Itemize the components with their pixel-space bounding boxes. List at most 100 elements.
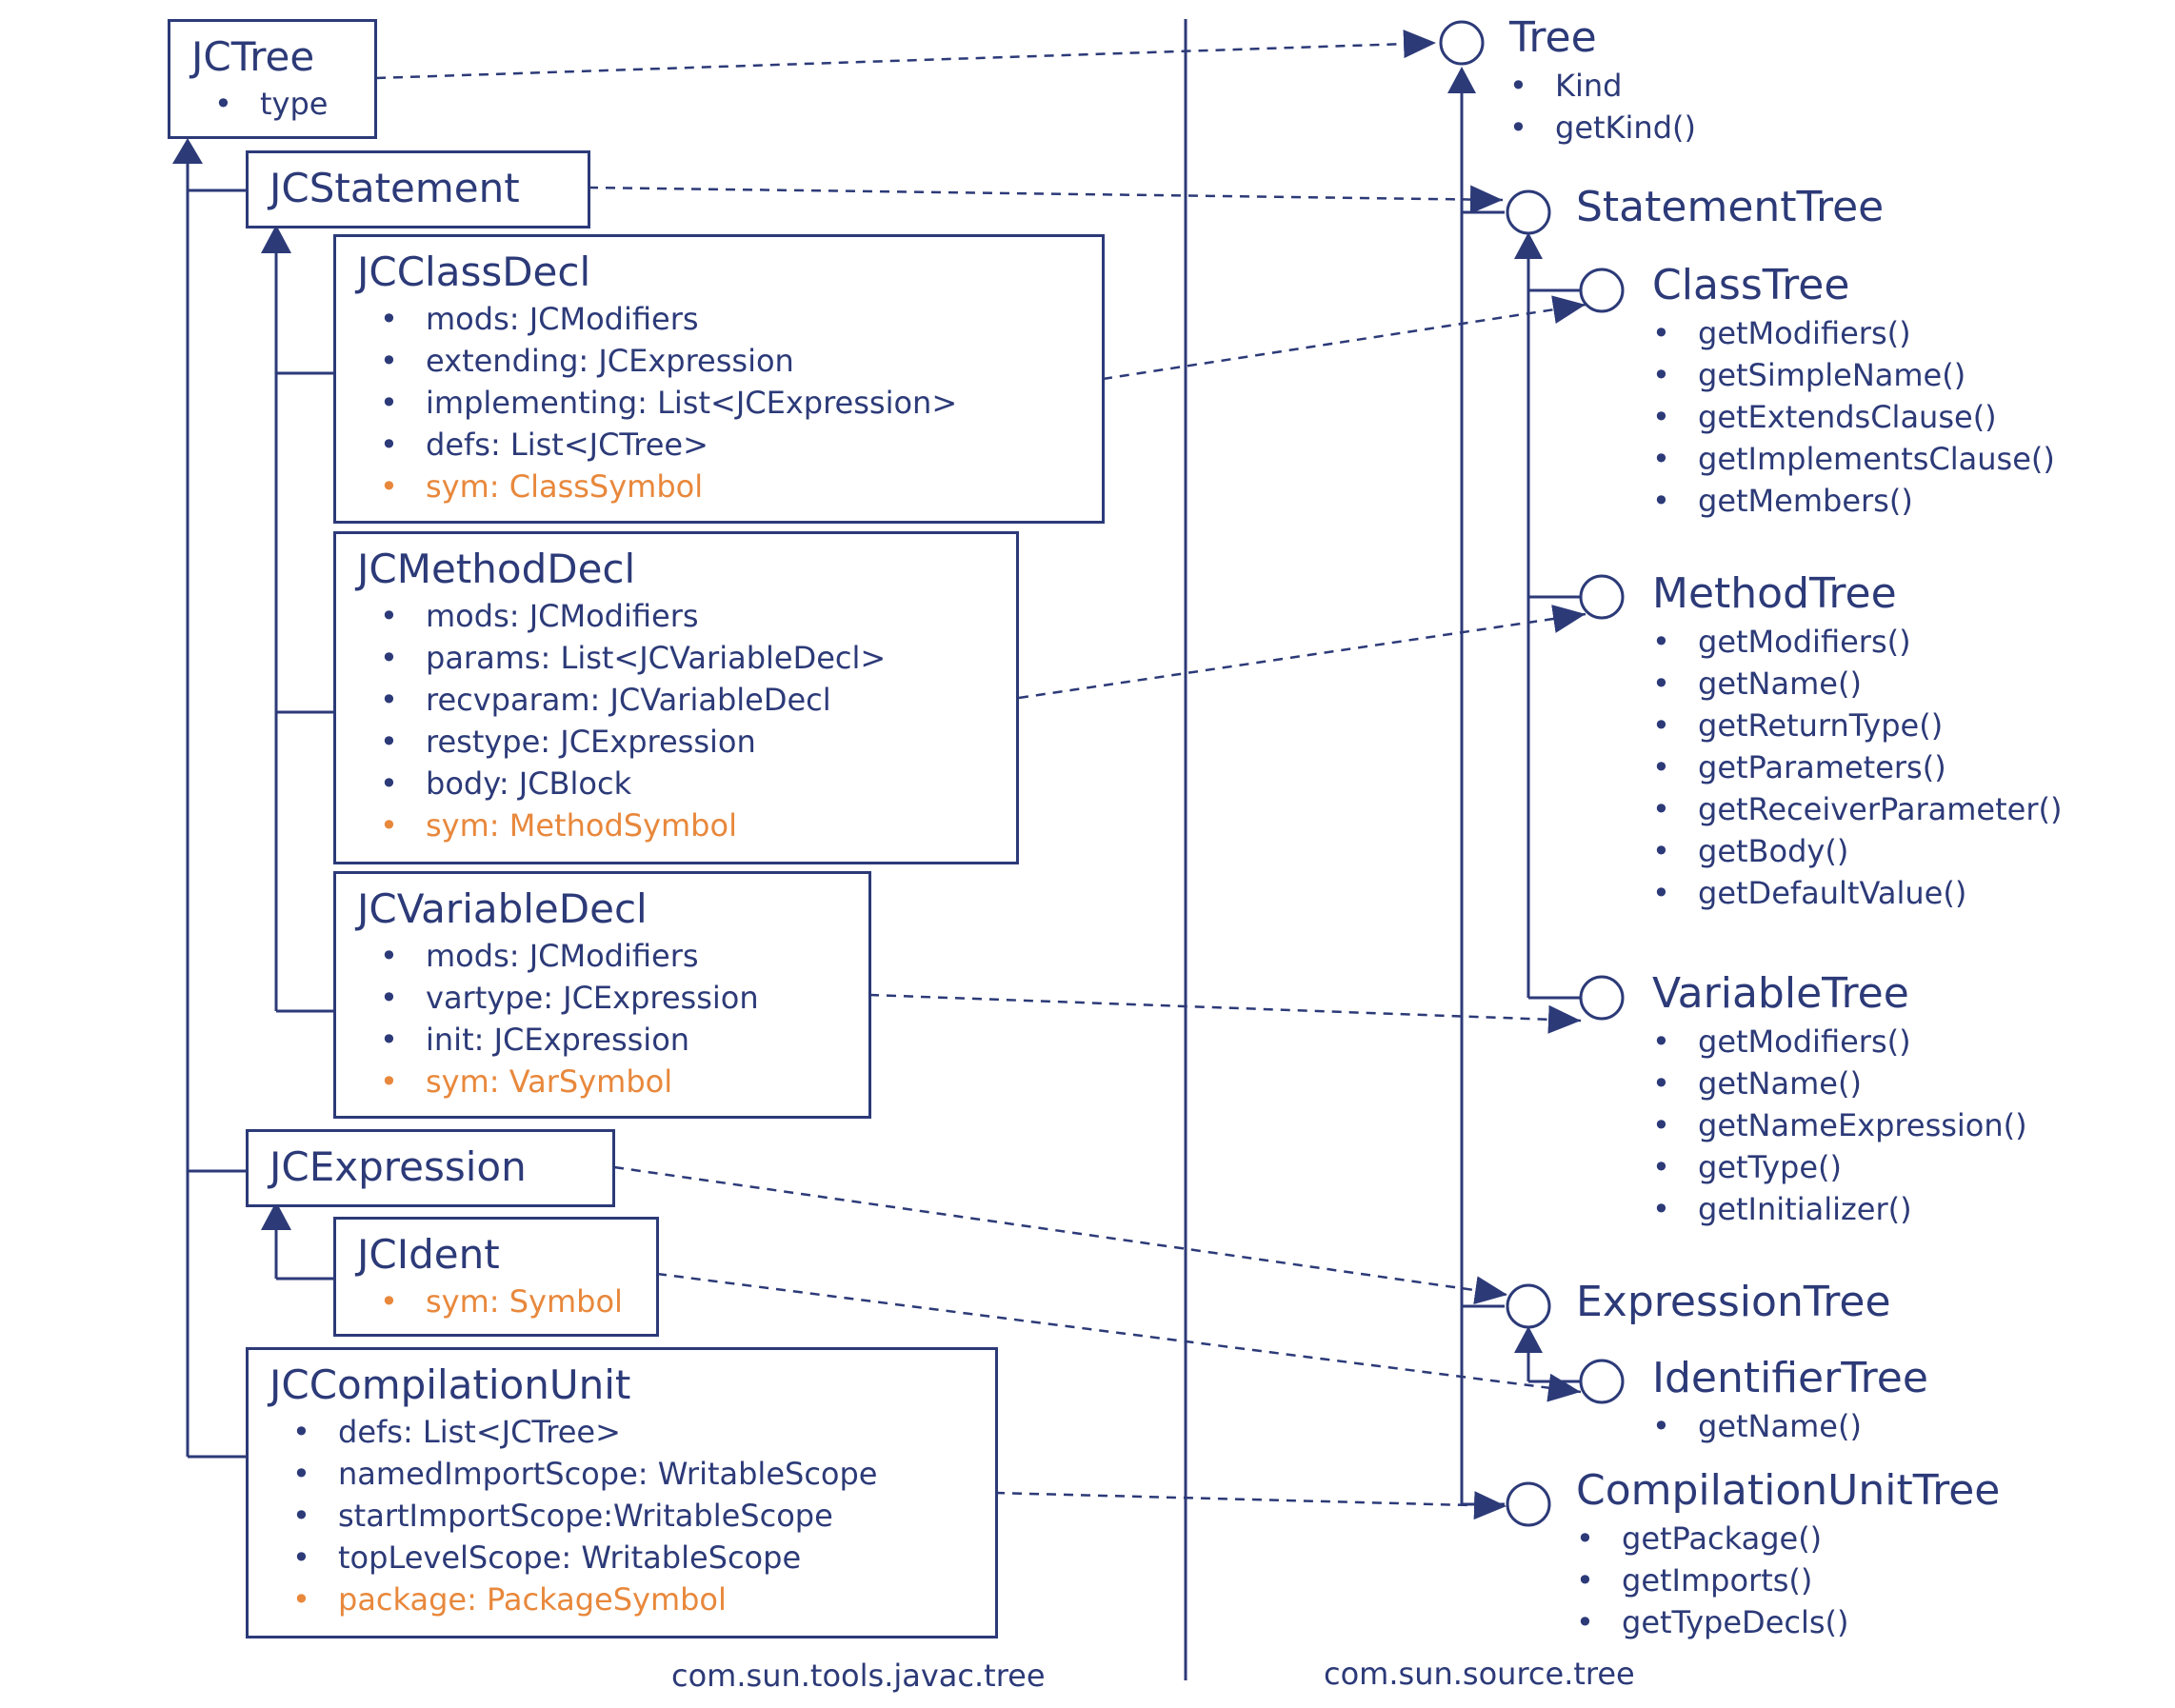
jcmethoddecl-attr: body: JCBlock: [357, 763, 1016, 804]
tree-title: Tree: [1509, 13, 1597, 62]
jcvariabledecl-title: JCVariableDecl: [357, 885, 648, 932]
realize-jcexpression-expressiontree: [613, 1165, 1508, 1305]
variabletree-method: getName(): [1652, 1063, 2027, 1104]
classtree-method: getModifiers(): [1652, 312, 2055, 354]
jcstatement-title: JCStatement: [269, 165, 520, 211]
compilationunittree-method: getPackage(): [1576, 1518, 2000, 1559]
methodtree-method: getBody(): [1652, 830, 2062, 872]
identifiertree-title: IdentifierTree: [1652, 1354, 1928, 1402]
compilationunittree-title: CompilationUnitTree: [1576, 1466, 2001, 1515]
interface-circles: [1439, 20, 1625, 1527]
variabletree-method: getType(): [1652, 1146, 2027, 1188]
jccompilationunit-attr: defs: List<JCTree>: [269, 1411, 995, 1453]
methodtree-circle: [1579, 574, 1625, 620]
jcclassdecl-title: JCClassDecl: [357, 248, 591, 295]
tree-member: getKind(): [1509, 107, 1696, 149]
compilationunittree-method: getImports(): [1576, 1559, 2000, 1601]
jcclassdecl-attr: defs: List<JCTree>: [357, 424, 1102, 466]
methodtree-method: getDefaultValue(): [1652, 872, 2062, 914]
jcmethoddecl-box: JCMethodDecl mods: JCModifiers params: L…: [333, 531, 1019, 864]
realize-jcvariabledecl-variabletree: [868, 993, 1582, 1034]
jcvariabledecl-attr: mods: JCModifiers: [357, 935, 868, 977]
variabletree-method: getNameExpression(): [1652, 1104, 2027, 1146]
variabletree-interface: VariableTree getModifiers() getName() ge…: [1652, 967, 2027, 1230]
impl-inheritance-lines: [186, 143, 333, 1459]
tree-interface: Tree Kind getKind(): [1509, 11, 1696, 149]
jcvariabledecl-symbol: sym: VarSymbol: [357, 1061, 868, 1102]
realize-jctree-tree: [375, 30, 1437, 80]
tree-circle: [1439, 20, 1485, 66]
jcclassdecl-symbol: sym: ClassSymbol: [357, 466, 1102, 507]
methodtree-title: MethodTree: [1652, 569, 1897, 618]
realize-jccompilationunit-compilationunittree: [994, 1491, 1507, 1520]
jccompilationunit-title: JCCompilationUnit: [269, 1361, 631, 1408]
identifiertree-circle: [1579, 1359, 1625, 1404]
methodtree-method: getModifiers(): [1652, 621, 2062, 663]
methodtree-method: getName(): [1652, 663, 2062, 705]
tree-member: Kind: [1509, 65, 1696, 107]
compilationunittree-method: getTypeDecls(): [1576, 1601, 2000, 1643]
jcvariabledecl-attr: vartype: JCExpression: [357, 977, 868, 1019]
variabletree-title: VariableTree: [1652, 969, 1909, 1018]
classtree-method: getSimpleName(): [1652, 354, 2055, 396]
jccompilationunit-symbol: package: PackageSymbol: [269, 1579, 995, 1620]
jcmethoddecl-attr: mods: JCModifiers: [357, 595, 1016, 637]
jctree-attr-type: type: [191, 83, 374, 125]
methodtree-method: getReturnType(): [1652, 705, 2062, 746]
variabletree-method: getInitializer(): [1652, 1188, 2027, 1230]
jcident-title: JCIdent: [357, 1231, 500, 1278]
jctree-title: JCTree: [191, 33, 315, 80]
expressiontree-interface: ExpressionTree: [1576, 1276, 1891, 1329]
classtree-method: getMembers(): [1652, 480, 2055, 522]
jcmethoddecl-title: JCMethodDecl: [357, 546, 636, 592]
realize-jcstatement-statementtree: [588, 185, 1504, 214]
realize-jcclassdecl-classtree: [1102, 295, 1586, 381]
statementtree-circle: [1506, 189, 1551, 235]
classtree-interface: ClassTree getModifiers() getSimpleName()…: [1652, 259, 2055, 522]
methodtree-interface: MethodTree getModifiers() getName() getR…: [1652, 567, 2062, 914]
identifiertree-method: getName(): [1652, 1405, 1928, 1447]
classtree-title: ClassTree: [1652, 261, 1850, 309]
identifiertree-interface: IdentifierTree getName(): [1652, 1352, 1928, 1447]
compilationunittree-circle: [1506, 1481, 1551, 1527]
realize-jcident-identifiertree: [656, 1272, 1582, 1402]
compilationunittree-interface: CompilationUnitTree getPackage() getImpo…: [1576, 1464, 2000, 1643]
jcmethoddecl-attr: restype: JCExpression: [357, 721, 1016, 763]
classtree-method: getExtendsClause(): [1652, 396, 2055, 438]
methodtree-method: getReceiverParameter(): [1652, 788, 2062, 830]
jcident-box: JCIdent sym: Symbol: [333, 1217, 659, 1337]
realization-arrows: [375, 30, 1586, 1520]
statementtree-title: StatementTree: [1576, 183, 1885, 231]
jcclassdecl-attr: implementing: List<JCExpression>: [357, 382, 1102, 424]
expressiontree-circle: [1506, 1283, 1551, 1329]
jccompilationunit-attr: topLevelScope: WritableScope: [269, 1537, 995, 1579]
impl-inheritance-arrowheads: [172, 138, 291, 1230]
jcexpression-box: JCExpression: [246, 1129, 615, 1207]
jcmethoddecl-symbol: sym: MethodSymbol: [357, 804, 1016, 846]
iface-inheritance-arrowheads: [1447, 67, 1543, 1353]
jcexpression-title: JCExpression: [269, 1143, 527, 1190]
jccompilationunit-box: JCCompilationUnit defs: List<JCTree> nam…: [246, 1347, 998, 1638]
jcvariabledecl-box: JCVariableDecl mods: JCModifiers vartype…: [333, 871, 871, 1119]
jcstatement-box: JCStatement: [246, 150, 590, 228]
methodtree-method: getParameters(): [1652, 746, 2062, 788]
jcmethoddecl-attr: recvparam: JCVariableDecl: [357, 679, 1016, 721]
realize-jcmethoddecl-methodtree: [1018, 605, 1586, 700]
jcident-symbol: sym: Symbol: [357, 1281, 656, 1322]
package-label-impl: com.sun.tools.javac.tree: [671, 1658, 1046, 1694]
jcmethoddecl-attr: params: List<JCVariableDecl>: [357, 637, 1016, 679]
classtree-circle: [1579, 268, 1625, 313]
jcclassdecl-attr: extending: JCExpression: [357, 340, 1102, 382]
jctree-box: JCTree type: [168, 19, 377, 139]
jcvariabledecl-attr: init: JCExpression: [357, 1019, 868, 1061]
jccompilationunit-attr: namedImportScope: WritableScope: [269, 1453, 995, 1495]
package-label-api: com.sun.source.tree: [1324, 1656, 1635, 1692]
classtree-method: getImplementsClause(): [1652, 438, 2055, 480]
jcclassdecl-box: JCClassDecl mods: JCModifiers extending:…: [333, 234, 1105, 524]
expressiontree-title: ExpressionTree: [1576, 1278, 1891, 1326]
jcclassdecl-attr: mods: JCModifiers: [357, 298, 1102, 340]
variabletree-method: getModifiers(): [1652, 1021, 2027, 1063]
jccompilationunit-attr: startImportScope:WritableScope: [269, 1495, 995, 1537]
